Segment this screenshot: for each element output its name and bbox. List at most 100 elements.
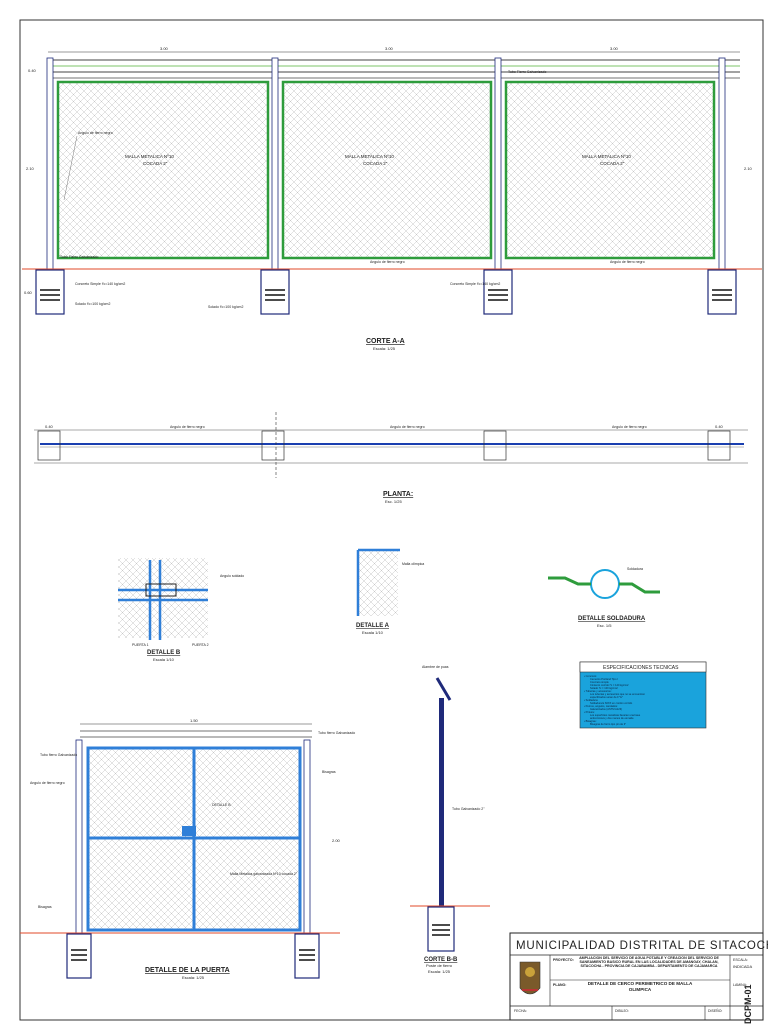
detalle-b-title: DETALLE B bbox=[147, 650, 181, 656]
mesh-panel-2 bbox=[281, 80, 493, 260]
gate-dim-width: 1.50 bbox=[190, 718, 199, 723]
plan-label: PLANO: bbox=[553, 983, 566, 987]
note-base-elev: Solado f'c=100 kg/cm2 bbox=[75, 302, 110, 306]
plan-dim-post-2: 0.40 bbox=[715, 424, 724, 429]
plan-title: PLANTA: bbox=[383, 491, 413, 498]
specs-line: Galvanizados (ASTM A123) bbox=[590, 707, 622, 711]
note-angle-elev-3: Angulo de fierro negro bbox=[610, 260, 645, 264]
design-label: DISEÑO: bbox=[708, 1008, 722, 1013]
gate-note-angle: Angulo de fierro negro bbox=[30, 781, 65, 785]
plan-scale: Esc. 1/25 bbox=[385, 499, 402, 504]
detalle-a: Malla olimpica DETALLE A Escala 1/10 bbox=[356, 548, 424, 635]
note-angle-elev: Angulo de fierro negro bbox=[78, 131, 113, 135]
specs-line: Cimiento corrido f'c = 140 kg/cm2 bbox=[590, 683, 629, 687]
detalle-a-scale: Escala 1/10 bbox=[362, 630, 384, 635]
specs-line: Los superficies metalicas llevaran una b… bbox=[590, 713, 641, 717]
section-note-barbed: Alambre de puas bbox=[422, 665, 449, 669]
specs-line: ▪ Concreto: bbox=[584, 674, 597, 678]
elevation-view: 3.00 3.00 3.00 0.40 2.10 2.10 MALLA META… bbox=[22, 46, 762, 351]
dim-height: 2.10 bbox=[26, 166, 35, 171]
dim-foundation: 0.60 bbox=[24, 290, 33, 295]
specs-line: ▪ Bisagras: bbox=[584, 719, 597, 723]
section-bb: Alambre de puas Tubo Galvanizado 2" CORT… bbox=[410, 665, 490, 974]
section-scale: Escala: 1/25 bbox=[428, 969, 451, 974]
date-label: FECHA: bbox=[514, 1009, 527, 1013]
gate-dim-height: 2.00 bbox=[332, 838, 341, 843]
specs-line: ▪ Pintura: bbox=[584, 710, 595, 714]
gate-note-hinge-left: Bisagras bbox=[38, 905, 52, 909]
footings bbox=[35, 269, 737, 315]
detalle-b-scale: Escala 1/10 bbox=[153, 657, 175, 662]
mesh-panel-1 bbox=[56, 80, 270, 260]
specs-lines: ▪ Concreto:Cemento Portland Tipo IConcre… bbox=[584, 674, 646, 726]
municipal-crest-icon bbox=[519, 961, 541, 995]
scale-label: ESCALA: bbox=[733, 958, 748, 962]
plan-note-2: Angulo de fierro negro bbox=[390, 425, 425, 429]
plan-view: 0.40 0.40 Angulo de fierro negro Angulo … bbox=[34, 412, 748, 504]
specs-line: Bisagras de fierro tipo pin de 3" bbox=[590, 722, 626, 726]
plan-name: DETALLE DE CERCO PERIMETRICO DE MALLA OL… bbox=[587, 981, 693, 992]
detalle-soldadura-scale: Esc. 1/5 bbox=[597, 623, 612, 628]
detalle-b: PUERTA 1 PUERTA 2 Angulo soldado DETALLE… bbox=[118, 558, 244, 662]
specs-line: Cemento Portland Tipo I bbox=[590, 677, 618, 681]
gate-detail: 1.50 DETALLE B Tubo fierro Galvanizado T… bbox=[20, 718, 355, 980]
note-concrete-elev-2: Concreto Simple f'c=140 kg/cm2 bbox=[450, 282, 500, 286]
note-angle-elev-2: Angulo de fierro negro bbox=[370, 260, 405, 264]
dim-height-right: 2.10 bbox=[744, 166, 753, 171]
mesh-label-2b: COCADA 2" bbox=[363, 161, 388, 166]
dim-post-top: 0.40 bbox=[28, 68, 37, 73]
detalle-a-note: Malla olimpica bbox=[402, 562, 424, 566]
elevation-scale: Escala: 1/25 bbox=[373, 346, 396, 351]
project-label: PROYECTO: bbox=[553, 958, 574, 962]
plan-dim-post-1: 0.40 bbox=[45, 424, 54, 429]
section-title: CORTE B-B bbox=[424, 957, 458, 963]
specs-line: Los tuberias y accesorios que no se encu… bbox=[590, 692, 646, 696]
detalle-soldadura-note: Soldadura bbox=[627, 567, 643, 571]
project-description: AMPLIACION DEL SERVICIO DE AGUA POTABLE … bbox=[579, 956, 719, 969]
detalle-soldadura-title: DETALLE SOLDADURA bbox=[578, 616, 646, 622]
municipality-name: MUNICIPALIDAD DISTRITAL DE SITACOCHA bbox=[516, 940, 768, 952]
gate-ref: DETALLE B bbox=[212, 803, 231, 807]
specs-line: Soldadura E 60XX en cordon corrido bbox=[590, 701, 633, 705]
specs-line: Concreto simple bbox=[590, 680, 609, 684]
specs-box: ESPECIFICACIONES TECNICAS ▪ Concreto:Cem… bbox=[579, 661, 707, 729]
gate-note-tube-left: Tubo fierro Galvanizado bbox=[40, 753, 77, 757]
title-block: MUNICIPALIDAD DISTRITAL DE SITACOCHA PRO… bbox=[509, 932, 768, 1024]
specs-line: ▪ Pernos, angulos, candados: bbox=[584, 704, 618, 708]
specs-line: especificados seran de F°G° bbox=[590, 695, 623, 699]
dim-span-3: 3.00 bbox=[610, 46, 619, 51]
specs-title: ESPECIFICACIONES TECNICAS bbox=[603, 665, 679, 671]
elevation-title: CORTE A-A bbox=[366, 338, 405, 345]
mesh-label-3b: COCADA 2" bbox=[600, 161, 625, 166]
mesh-panels bbox=[56, 80, 716, 260]
drawn-label: DIBUJO: bbox=[615, 1009, 629, 1013]
sheet-label: LAMINA: bbox=[733, 983, 747, 987]
dim-span-2: 3.00 bbox=[385, 46, 394, 51]
gate-note-hinge: Bisagras bbox=[322, 770, 336, 774]
specs-line: ▪ Tuberias y accesorios: bbox=[584, 689, 612, 693]
mesh-label-1a: MALLA METALICA Nº10 bbox=[125, 154, 174, 159]
note-base-elev-2: Solado f'c=100 kg/cm2 bbox=[208, 305, 243, 309]
detalle-soldadura: Soldadura DETALLE SOLDADURA Esc. 1/5 bbox=[548, 567, 660, 628]
dim-span-1: 3.00 bbox=[160, 46, 169, 51]
note-concrete-elev: Concreto Simple f'c=140 kg/cm2 bbox=[75, 282, 125, 286]
specs-line: Solado f'c = 100 kg/cm2 bbox=[590, 686, 618, 690]
plan-note-1: Angulo de fierro negro bbox=[170, 425, 205, 429]
mesh-label-1b: COCADA 2" bbox=[143, 161, 168, 166]
sheet-border bbox=[19, 19, 764, 1021]
gate-scale: Escala: 1/25 bbox=[182, 975, 205, 980]
detalle-b-gate2: PUERTA 2 bbox=[192, 643, 209, 647]
gate-note-mesh: Malla Metalica galvanizada Nº10 cocada 2… bbox=[230, 872, 298, 876]
note-tube-elev-2: Tubo Fierro Galvanizado bbox=[60, 255, 98, 259]
scale-value: INDICADA bbox=[733, 964, 752, 969]
detalle-b-note: Angulo soldado bbox=[220, 574, 244, 578]
gate-title: DETALLE DE LA PUERTA bbox=[145, 967, 230, 974]
section-note-post: Tubo Galvanizado 2" bbox=[452, 807, 485, 811]
mesh-label-3a: MALLA METALICA Nº10 bbox=[582, 154, 631, 159]
sheet-code: DCPM-01 bbox=[743, 984, 753, 1024]
plan-note-3: Angulo de fierro negro bbox=[612, 425, 647, 429]
specs-line: ▪ Soldadura: bbox=[584, 698, 598, 702]
detalle-b-gate1: PUERTA 1 bbox=[132, 643, 149, 647]
detalle-a-title: DETALLE A bbox=[356, 623, 390, 629]
